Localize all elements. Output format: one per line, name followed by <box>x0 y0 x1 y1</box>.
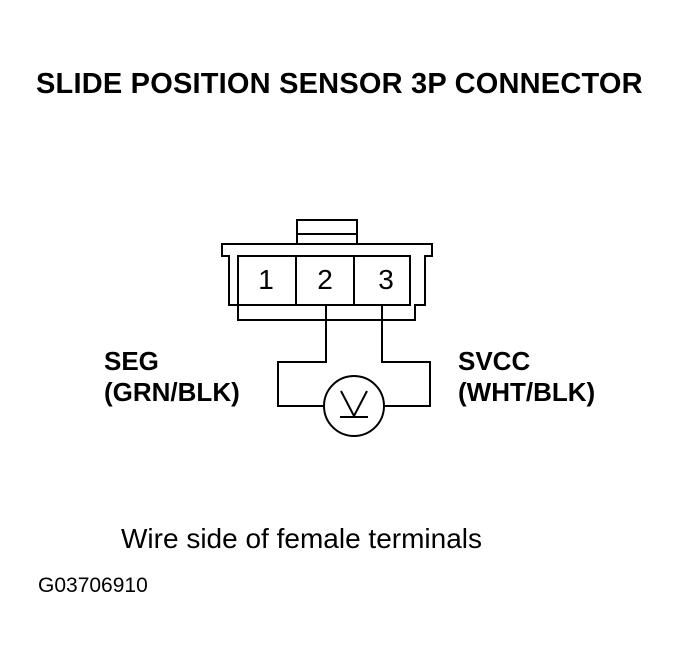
seg-signal-name: SEG <box>104 346 159 376</box>
seg-wire <box>277 305 327 407</box>
svcc-wire-color: (WHT/BLK) <box>458 377 596 407</box>
diagram-title: SLIDE POSITION SENSOR 3P CONNECTOR <box>36 68 643 100</box>
voltmeter-icon <box>323 375 385 437</box>
seg-wire-color: (GRN/BLK) <box>104 377 240 407</box>
connector-lock-tab <box>296 219 358 245</box>
svcc-signal-name: SVCC <box>458 346 531 376</box>
voltmeter-v-symbol <box>340 390 368 419</box>
pin-3-label: 3 <box>378 264 394 295</box>
figure-code: G03706910 <box>38 574 148 597</box>
pin-2-label: 2 <box>317 264 333 295</box>
svcc-wire <box>381 305 431 407</box>
seg-wire-label: SEG (GRN/BLK) <box>104 346 240 408</box>
pin-1-label: 1 <box>258 264 274 295</box>
diagram-caption: Wire side of female terminals <box>121 523 483 554</box>
svcc-wire-label: SVCC (WHT/BLK) <box>458 346 595 408</box>
terminal-cavity <box>237 255 411 306</box>
connector-housing <box>221 243 433 321</box>
